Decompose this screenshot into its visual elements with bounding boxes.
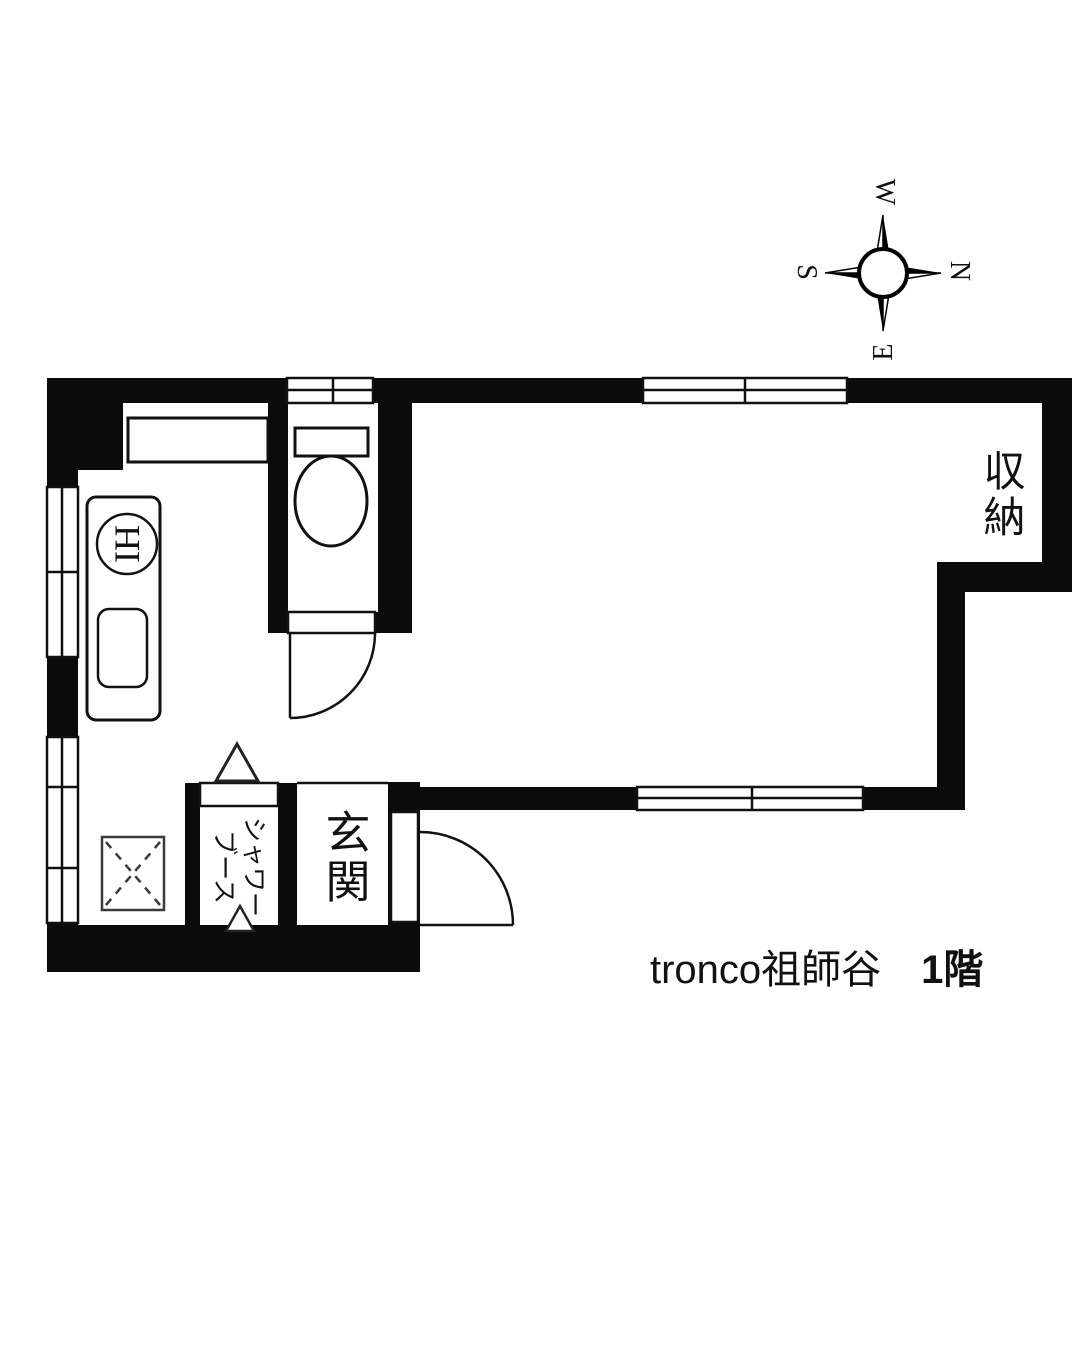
shower-triangle-inside xyxy=(223,903,257,933)
shower-label-line2: ブース xyxy=(210,830,238,904)
wall-shower-left xyxy=(185,783,200,935)
plan-title-floor: 1階 xyxy=(921,948,984,992)
wall-bottom-left-section xyxy=(47,925,420,972)
shower-booth-top-panel xyxy=(198,781,280,808)
wall-toilet-bottom-stub xyxy=(375,612,412,633)
storage-room-label: 収納 xyxy=(978,449,1025,541)
toilet-door-arc xyxy=(289,632,377,720)
kitchen-sink xyxy=(96,607,149,689)
ih-cooktop-label: IH xyxy=(107,525,147,563)
toilet-tank xyxy=(293,426,370,458)
shower-booth-label: シャワー ブース xyxy=(207,802,271,932)
toilet-bowl xyxy=(293,454,369,548)
compass-circle xyxy=(857,247,909,299)
window-left-upper xyxy=(45,485,80,659)
shower-triangle-outside xyxy=(213,740,261,783)
wall-right-lower xyxy=(937,562,965,810)
compass-west-label: W xyxy=(869,178,900,206)
window-toilet-top xyxy=(285,376,375,405)
kitchen xyxy=(85,416,270,722)
toilet xyxy=(286,426,377,635)
windows xyxy=(45,376,865,925)
wall-right-outer xyxy=(1042,378,1072,592)
ih-cooktop-circle xyxy=(95,512,159,576)
wall-shower-right xyxy=(278,783,297,935)
wall-toilet-right xyxy=(378,403,412,633)
toilet-door-sill xyxy=(286,610,377,635)
entrance-room-label: 玄関 xyxy=(318,809,370,907)
plan-title: tronco祖師谷 1階 xyxy=(650,941,983,992)
compass-south-label: S xyxy=(791,264,822,280)
washer-pan xyxy=(100,835,166,912)
window-main-bottom xyxy=(635,785,865,812)
kitchen-counter xyxy=(126,416,270,464)
walls xyxy=(47,378,1072,972)
compass-rose xyxy=(824,214,942,332)
wall-left-middle xyxy=(47,657,78,737)
compass-east-label: E xyxy=(868,343,899,361)
toilet-door xyxy=(288,632,377,720)
entrance-door-casing xyxy=(389,810,420,924)
compass-north-label: N xyxy=(944,260,975,282)
entrance-door-arc xyxy=(419,830,515,926)
entrance-door xyxy=(419,830,515,927)
shower-label-line1: シャワー xyxy=(240,816,268,917)
wall-top xyxy=(47,378,1072,403)
plan-title-building: tronco祖師谷 xyxy=(650,948,882,992)
window-main-top xyxy=(641,376,849,405)
wall-toilet-left xyxy=(268,403,288,633)
window-left-lower xyxy=(45,735,80,925)
wall-left-upper xyxy=(47,403,78,487)
